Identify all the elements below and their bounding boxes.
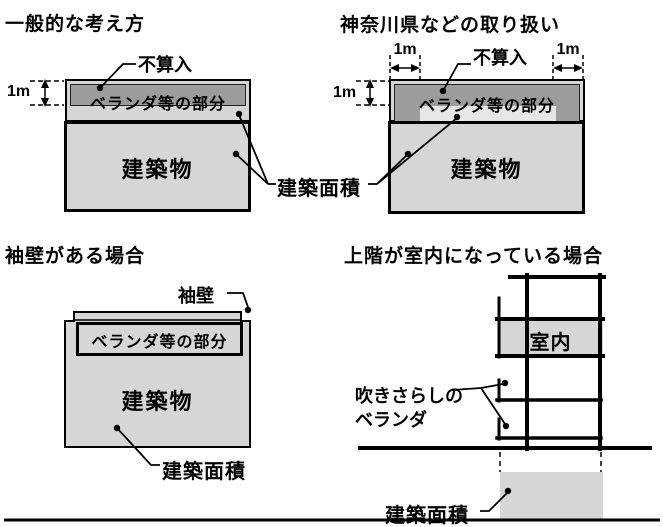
- general-not-counted-leader: [96, 63, 136, 92]
- leader-dot: [504, 487, 512, 495]
- kanagawa-building-rect: [388, 121, 585, 214]
- kanagawa-not-counted-leader: [439, 63, 471, 95]
- wingwall-label: 袖壁: [178, 286, 214, 306]
- wingwall-left-wall-notch: [64, 311, 75, 322]
- wingwall-building-area-leader: [113, 424, 160, 466]
- building-area-leaders: [232, 110, 461, 185]
- wingwall-building-area-label: 建築面積: [162, 461, 246, 483]
- building-area-projection-rect: [500, 472, 603, 521]
- indoor-label: 室内: [529, 332, 572, 354]
- kanagawa-not-counted-label: 不算入: [473, 48, 527, 68]
- open-veranda-leader: [451, 379, 510, 430]
- general-1m-dimension: [30, 79, 64, 107]
- arrow-up-icon: [41, 79, 49, 88]
- open-veranda-label-line2: ベランダ: [355, 410, 427, 430]
- building-area-label-shared: 建築面積: [277, 178, 361, 200]
- general-building-rect: [64, 121, 251, 212]
- kanagawa-panel-title: 神奈川県などの取り扱い: [340, 15, 561, 36]
- leader-dot: [439, 87, 447, 95]
- leader-dot: [232, 150, 240, 158]
- projection-building-area-label: 建築面積: [385, 505, 469, 527]
- kanagawa-1m-right-dimension: [552, 55, 584, 79]
- general-not-counted-label: 不算入: [138, 55, 192, 75]
- projection-building-area-leader: [480, 487, 512, 512]
- wingwall-right-wall-notch: [240, 311, 251, 322]
- arrow-left-icon: [553, 64, 562, 72]
- kanagawa-1m-height-dimension: [356, 79, 389, 107]
- wingwall-panel-title: 袖壁がある場合: [5, 246, 146, 267]
- general-veranda-label: ベランダ等の部分: [89, 96, 226, 113]
- leader-dot: [501, 379, 509, 387]
- arrow-right-icon: [411, 64, 420, 72]
- arrow-left-icon: [390, 64, 399, 72]
- leader-dot: [235, 110, 243, 118]
- general-panel-title: 一般的な考え方: [5, 14, 146, 35]
- leader-dot: [404, 150, 412, 158]
- general-building-label: 建築物: [121, 157, 194, 182]
- kanagawa-veranda-label: ベランダ等の部分: [418, 98, 555, 115]
- cross-section-structure: [358, 273, 652, 451]
- arrow-down-icon: [366, 98, 374, 107]
- kanagawa-1m-left-label: 1m: [393, 41, 417, 58]
- kanagawa-1m-right-label: 1m: [556, 41, 580, 58]
- kanagawa-building-label: 建築物: [450, 157, 523, 182]
- general-veranda-excluded-strip: [70, 84, 246, 106]
- leader-dot: [244, 306, 252, 314]
- wingwall-building-label: 建築物: [121, 389, 194, 414]
- kanagawa-1m-left-dimension: [389, 55, 421, 79]
- arrow-right-icon: [574, 64, 583, 72]
- kanagawa-1m-height-label: 1m: [333, 84, 357, 101]
- indoor-room-rect: [498, 321, 603, 354]
- upper-indoor-panel-title: 上階が室内になっている場合: [344, 246, 604, 267]
- general-1m-label: 1m: [7, 83, 31, 100]
- open-veranda-label-line1: 吹きさらしの: [355, 386, 463, 406]
- wingwall-leader: [227, 292, 252, 314]
- leader-dot: [96, 84, 104, 92]
- leader-dot: [502, 422, 510, 430]
- arrow-up-icon: [366, 79, 374, 88]
- wingwall-veranda-label: ベランダ等の部分: [91, 334, 228, 351]
- projection-dashed-lines: [499, 452, 602, 472]
- wingwall-veranda-rect: [76, 322, 243, 356]
- arrow-down-icon: [41, 98, 49, 107]
- leader-dot: [453, 113, 461, 121]
